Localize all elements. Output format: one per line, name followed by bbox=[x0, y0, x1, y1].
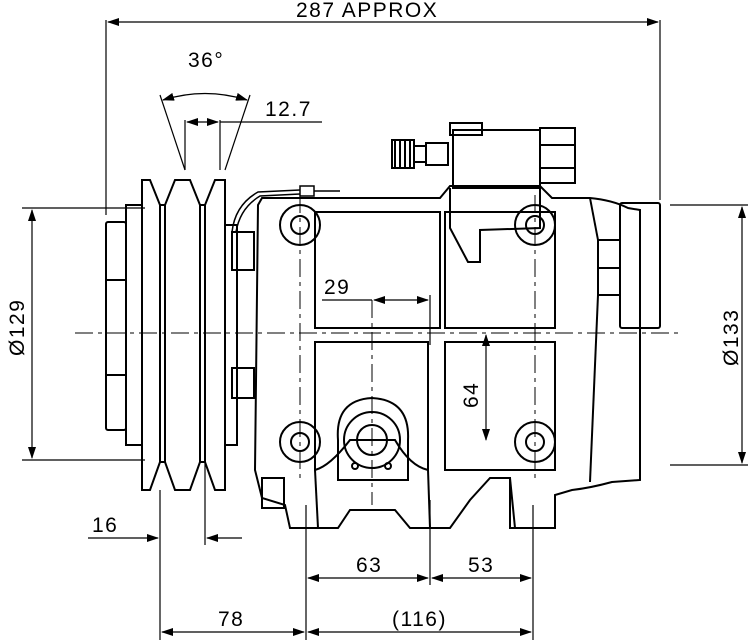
dimension-lines bbox=[22, 18, 748, 640]
dim-overall-length: 287 APPROX bbox=[296, 0, 438, 22]
dim-pulley-to-mount: 78 bbox=[218, 608, 244, 631]
dim-port-height: 64 bbox=[460, 382, 483, 408]
dim-pulley-width: 16 bbox=[92, 514, 118, 537]
dim-groove-angle: 36° bbox=[188, 49, 224, 72]
dim-body-diameter: Ø133 bbox=[720, 309, 743, 366]
dim-port-offset: 29 bbox=[324, 276, 350, 299]
coil-wire bbox=[231, 185, 340, 233]
compressor-body bbox=[231, 122, 661, 529]
pulley bbox=[105, 179, 238, 491]
mounting-holes bbox=[279, 204, 556, 463]
dim-pulley-diameter: Ø129 bbox=[6, 299, 29, 356]
dim-mount-right: 53 bbox=[468, 554, 494, 577]
dim-mount-spacing: (116) bbox=[392, 608, 447, 631]
dim-mount-left: 63 bbox=[356, 554, 382, 577]
dim-groove-pitch: 12.7 bbox=[265, 98, 312, 121]
suction-port bbox=[336, 396, 410, 481]
